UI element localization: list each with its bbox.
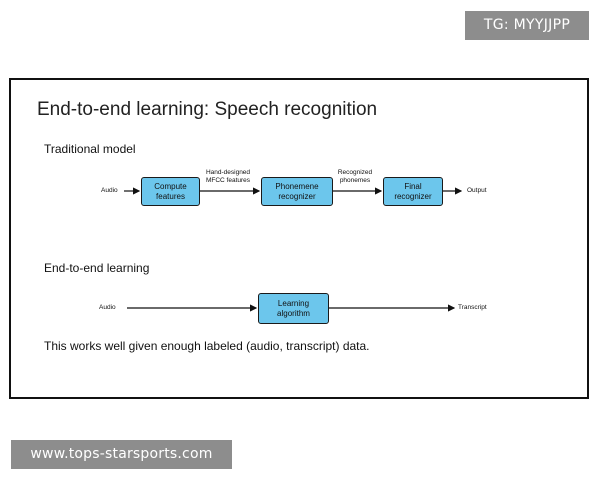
final-recognizer-box: Final recognizer	[383, 177, 443, 206]
end-to-end-output-label: Transcript	[458, 304, 487, 311]
slide-title: End-to-end learning: Speech recognition	[37, 99, 378, 120]
watermark-top: TG: MYYJJPP	[465, 11, 589, 40]
traditional-output-label: Output	[467, 187, 487, 194]
end-to-end-input-label: Audio	[99, 304, 116, 311]
traditional-model-label: Traditional model	[44, 142, 136, 156]
edge-label-mfcc: Hand-designed MFCC features	[205, 169, 251, 184]
pipeline-arrows	[124, 187, 463, 312]
phonemene-recognizer-box: Phonemene recognizer	[261, 177, 333, 206]
slide-caption: This works well given enough labeled (au…	[44, 339, 370, 353]
slide: End-to-end learning: Speech recognition …	[9, 78, 589, 399]
watermark-bottom: www.tops-starsports.com	[11, 440, 232, 469]
compute-features-box: Compute features	[141, 177, 200, 206]
end-to-end-label: End-to-end learning	[44, 261, 150, 275]
traditional-input-label: Audio	[101, 187, 118, 194]
edge-label-phonemes: Recognized phonemes	[337, 169, 373, 184]
learning-algorithm-box: Learning algorithm	[258, 293, 329, 324]
